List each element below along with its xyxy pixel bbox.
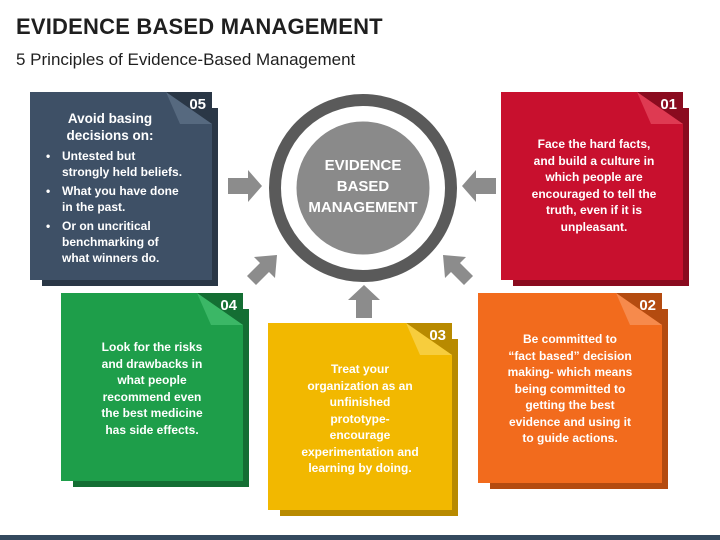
center-circle: [293, 118, 433, 258]
card-05-heading-line-1: Avoid basing: [67, 111, 153, 126]
principle-card-05: 05 Avoid basing decisions on: Untested b…: [30, 92, 218, 286]
card-02-corner: [616, 293, 662, 325]
center-line-1: EVIDENCE: [324, 157, 402, 174]
center-hub: [269, 94, 457, 282]
card-01-number: 01: [660, 96, 677, 113]
arrow-right-icon: [228, 170, 262, 202]
card-01-text: Face the hard facts,and build a culture …: [531, 137, 657, 234]
principle-card-01: 01 Face the hard facts,and build a cultu…: [501, 92, 689, 286]
page-subtitle: 5 Principles of Evidence-Based Managemen…: [16, 50, 356, 69]
center-line-2: BASED: [336, 178, 390, 195]
card-03-corner: [406, 323, 452, 355]
card-04-number: 04: [220, 297, 237, 314]
footer-bar: [0, 535, 720, 540]
card-05-heading: Avoid basing decisions on:: [40, 110, 210, 144]
card-02-number: 02: [639, 297, 656, 314]
arrow-up-icon: [348, 285, 380, 318]
arrow-diagonal-left-icon: [247, 255, 277, 285]
card-03-number: 03: [429, 327, 446, 344]
card-04-corner: [197, 293, 243, 325]
arrow-left-icon: [462, 170, 496, 202]
card-05-number: 05: [189, 96, 206, 113]
card-05-corner: [166, 92, 212, 124]
page-title: EVIDENCE BASED MANAGEMENT: [16, 14, 383, 39]
center-label: EVIDENCE BASED MANAGEMENT: [288, 155, 438, 218]
arrow-diagonal-right-icon: [443, 255, 473, 285]
card-05-heading-line-2: decisions on:: [66, 128, 154, 143]
card-01-corner: [637, 92, 683, 124]
center-line-3: MANAGEMENT: [308, 199, 418, 216]
